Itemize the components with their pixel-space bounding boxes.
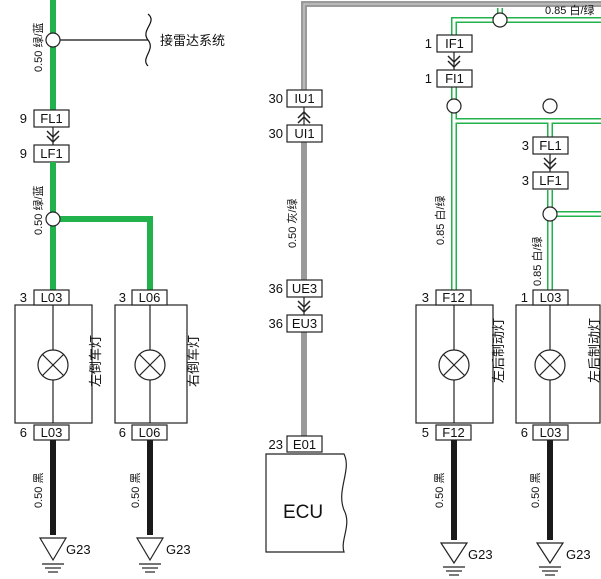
right-brake-lamp-1: F12 F12 bbox=[415, 289, 494, 441]
connector-pin: 1 bbox=[425, 71, 432, 86]
connector-pin: 3 bbox=[422, 290, 429, 305]
middle-connector-ue3: UE3 bbox=[286, 279, 323, 298]
connector-name: E01 bbox=[293, 437, 316, 452]
ground-label: G23 bbox=[166, 542, 191, 557]
right-connector-chevron-icon bbox=[447, 52, 461, 70]
connector-pin: 9 bbox=[20, 111, 27, 126]
splice-node bbox=[45, 211, 61, 227]
connector-name: F12 bbox=[442, 290, 464, 305]
connector-pin: 9 bbox=[20, 146, 27, 161]
ground-icon bbox=[535, 542, 565, 576]
middle-connector-chevron-up-icon bbox=[297, 107, 311, 125]
left-connector-chevron-icon bbox=[46, 127, 60, 145]
ecu-module: ECU bbox=[265, 453, 348, 553]
radar-label: 接雷达系统 bbox=[160, 33, 225, 48]
lamp-label: 右倒车灯 bbox=[186, 335, 201, 387]
lamp-label: 左倒车灯 bbox=[88, 335, 103, 387]
middle-connector-chevron-icon bbox=[297, 297, 311, 315]
ecu-label: ECU bbox=[283, 502, 323, 523]
left-wire-top-label: 0.50 绿/蓝 bbox=[31, 22, 45, 72]
middle-wire-label: 0.50 灰/绿 bbox=[285, 198, 299, 248]
connector-name: L03 bbox=[540, 290, 562, 305]
ground-wire-label: 0.50 黑 bbox=[129, 473, 142, 508]
splice-node bbox=[492, 12, 508, 28]
connector-name: L03 bbox=[540, 425, 562, 440]
connector-pin: 6 bbox=[521, 425, 528, 440]
connector-name: L03 bbox=[41, 290, 63, 305]
middle-connector-e01: E01 bbox=[286, 435, 323, 453]
splice-node bbox=[542, 206, 558, 222]
splice-node bbox=[45, 32, 61, 48]
connector-pin: 23 bbox=[269, 437, 283, 452]
left-green-wire-bottom bbox=[45, 162, 153, 290]
connector-name: FI1 bbox=[445, 71, 464, 86]
connector-name: FL1 bbox=[539, 138, 561, 153]
ground-wire-label: 0.50 黑 bbox=[529, 473, 542, 508]
connector-pin: 3 bbox=[119, 290, 126, 305]
right-connector-fi1: FI1 bbox=[436, 69, 473, 88]
connector-name: L06 bbox=[139, 290, 161, 305]
ground-icon bbox=[439, 542, 469, 576]
right-connector-fl1: FL1 bbox=[532, 136, 569, 155]
middle-connector-eu3: EU3 bbox=[286, 314, 323, 333]
connector-name: IF1 bbox=[445, 36, 464, 51]
connector-pin: 6 bbox=[20, 425, 27, 440]
lamp-label: 左后制动灯 bbox=[587, 318, 601, 383]
connector-pin: 36 bbox=[269, 281, 283, 296]
connector-pin: 3 bbox=[522, 138, 529, 153]
ground-label: G23 bbox=[66, 542, 91, 557]
right-wire-label: 0.85 白/绿 bbox=[433, 195, 447, 245]
ground-label: G23 bbox=[468, 547, 493, 562]
middle-gray-wire bbox=[301, 1, 601, 436]
left-reverse-lamp-1: L03 L03 bbox=[14, 289, 93, 441]
ground-icon bbox=[135, 537, 165, 573]
middle-connector-ui1: UI1 bbox=[286, 124, 323, 143]
connector-pin: 30 bbox=[269, 91, 283, 106]
connector-name: IU1 bbox=[294, 91, 314, 106]
connector-pin: 1 bbox=[425, 36, 432, 51]
connector-pin: 3 bbox=[20, 290, 27, 305]
right-top-wire-label: 0.85 白/绿 bbox=[545, 3, 595, 17]
connector-name: FL1 bbox=[40, 111, 62, 126]
connector-name: F12 bbox=[442, 425, 464, 440]
ground-wire-label: 0.50 黑 bbox=[433, 473, 446, 508]
connector-name: LF1 bbox=[40, 146, 62, 161]
left-radar-branch bbox=[45, 13, 152, 67]
connector-pin: 3 bbox=[522, 173, 529, 188]
middle-connector-iu1: IU1 bbox=[286, 89, 323, 108]
right-wire-label: 0.85 白/绿 bbox=[530, 236, 544, 286]
connector-pin: 36 bbox=[269, 316, 283, 331]
lamp-label: 左后制动灯 bbox=[491, 318, 506, 383]
connector-name: L06 bbox=[139, 425, 161, 440]
splice-node bbox=[446, 98, 462, 114]
connector-pin: 6 bbox=[119, 425, 126, 440]
connector-name: UI1 bbox=[294, 126, 314, 141]
connector-pin: 5 bbox=[422, 425, 429, 440]
right-connector-if1: IF1 bbox=[436, 34, 473, 53]
right-connector-chevron-icon bbox=[543, 154, 557, 172]
connector-name: L03 bbox=[41, 425, 63, 440]
left-connector-fl1: FL1 bbox=[33, 109, 70, 128]
connector-pin: 30 bbox=[269, 126, 283, 141]
left-wire-mid-label: 0.50 绿/蓝 bbox=[31, 185, 45, 235]
left-connector-lf1: LF1 bbox=[33, 144, 70, 163]
connector-name: LF1 bbox=[539, 173, 561, 188]
connector-name: UE3 bbox=[292, 281, 317, 296]
right-connector-lf1: LF1 bbox=[532, 171, 569, 190]
ground-wire-label: 0.50 黑 bbox=[32, 473, 45, 508]
ground-label: G23 bbox=[566, 547, 591, 562]
splice-node bbox=[542, 98, 558, 114]
connector-pin: 1 bbox=[521, 290, 528, 305]
left-reverse-lamp-2: L06 L06 bbox=[114, 289, 188, 441]
connector-name: EU3 bbox=[292, 316, 317, 331]
ground-icon bbox=[38, 537, 68, 573]
